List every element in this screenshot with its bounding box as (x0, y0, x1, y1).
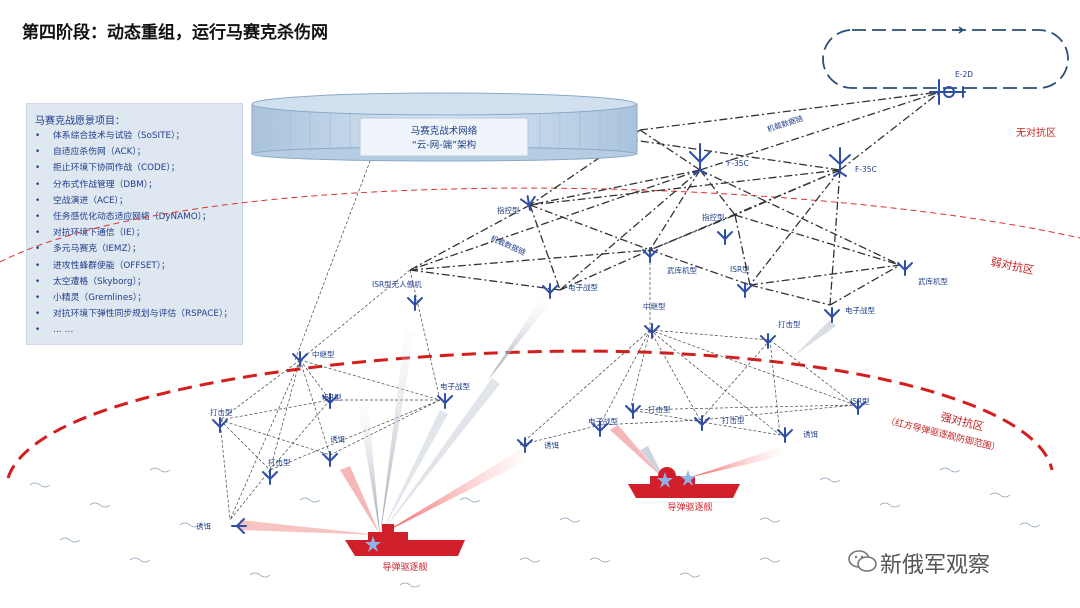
strike-uav-icon (760, 333, 776, 349)
ship-label: 导弹驱逐舰 (382, 561, 427, 573)
list-item: •体系综合技术与试验（SoSITE）； (35, 131, 185, 141)
list-item: •对抗环境下弹性同步规划与评估（RSPACE）； (35, 309, 233, 320)
label-strike: 打击型 (778, 319, 801, 329)
ew-uav-icon (824, 307, 840, 323)
destroyer-ship-2: 导弹驱逐舰 (628, 467, 740, 513)
label-ew: 电子战型 (588, 416, 618, 426)
command-uav-icon (717, 229, 733, 245)
strong-zone-boundary (6, 349, 1054, 479)
ew-uav-icon (437, 393, 453, 409)
zone-label-none: 无对抗区 (1016, 126, 1056, 139)
list-item: •任务感优化动态适应网络（DyNAMO）； (35, 212, 211, 223)
decoy-icon (777, 427, 793, 443)
label-arsenal: 武库机型 (918, 276, 948, 286)
list-item: •对抗环境下通信（IE）； (35, 228, 145, 239)
list-item: •分布式作战管理（DBM）； (35, 179, 157, 190)
sensor-beams (240, 300, 836, 535)
list-item: •太空遭格（Skyborg）； (35, 276, 146, 287)
strike-uav-icon (262, 469, 278, 485)
f35c-icon (829, 147, 851, 177)
label-relay: 中继型 (643, 301, 666, 311)
aircraft-symbols (212, 79, 966, 534)
list-item: •多元马赛克（IEMZ）； (35, 244, 141, 255)
list-item: •空战演进（ACE）； (35, 195, 128, 206)
label-isr: ISR型 (322, 393, 342, 402)
isr-uav-icon (737, 282, 753, 298)
relay-uav-icon (292, 351, 308, 367)
label-strike: 打击型 (648, 404, 671, 414)
cloud-subtitle: “云-网-端”架构 (412, 139, 476, 151)
label-strike: 打击型 (210, 407, 233, 417)
label-decoy: 诱饵 (330, 434, 345, 444)
page-title: 第四阶段：动态重组，运行马赛克杀伤网 (22, 23, 328, 43)
weak-zone-boundary (0, 187, 1080, 263)
label-ew: 电子战型 (845, 305, 875, 315)
list-item: •自适应杀伤网（ACK）； (35, 147, 146, 158)
decoy-icon (517, 437, 533, 453)
strike-uav-icon (694, 415, 710, 431)
ew-uav-icon (542, 283, 558, 299)
isr-uav-icon (322, 393, 338, 409)
label-strike: 打击型 (722, 415, 745, 425)
label-e2d: E-2D (955, 70, 973, 79)
label-command: 指控型 (702, 212, 725, 222)
arsenal-uav-icon (642, 247, 658, 263)
label-f35c: F-35C (855, 165, 877, 174)
label-isr: ISR型 (850, 397, 870, 406)
project-list: •体系综合技术与试验（SoSITE）； •自适应杀伤网（ACK）； •拒止环境下… (35, 128, 232, 339)
command-uav-icon (520, 195, 536, 211)
cloud-title: 马赛克战术网络 (411, 125, 478, 137)
ship-label: 导弹驱逐舰 (667, 501, 712, 513)
label-relay: 中继型 (312, 349, 335, 359)
label-ew: 电子战型 (440, 381, 470, 391)
local-links (219, 94, 856, 521)
label-ew: 电子战型 (568, 282, 598, 292)
list-item: •小精灵（Gremlines）； (35, 293, 147, 304)
label-command: 指控型 (497, 205, 520, 215)
strike-uav-icon (625, 403, 641, 419)
label-isr: ISR型 (730, 265, 750, 274)
destroyer-ship-1: 导弹驱逐舰 (345, 524, 465, 573)
mosaic-cloud-cylinder: 马赛克战术网络 “云-网-端”架构 (251, 92, 638, 162)
label-decoy: 诱饵 (196, 521, 211, 531)
project-list-panel: 马赛克战愿景项目： •体系综合技术与试验（SoSITE）； •自适应杀伤网（AC… (26, 103, 243, 345)
label-decoy: 诱饵 (803, 429, 818, 439)
list-item: •拒止环境下协同作战（CODE）； (35, 163, 180, 174)
wechat-icon (848, 550, 877, 572)
label-isr-uav: ISR型无人僚机 (372, 279, 422, 289)
watermark-text: 新俄军观察 (880, 553, 991, 578)
decoy-icon (231, 518, 247, 534)
ew-uav-icon (592, 421, 608, 437)
arsenal-uav-icon (897, 260, 913, 276)
isr-uav-icon (850, 399, 866, 415)
list-item: •进攻性蜂群使能（OFFSET）； (35, 260, 170, 271)
e2d-icon (929, 79, 966, 105)
label-strike: 打击型 (268, 457, 291, 467)
f35c-icon (689, 143, 711, 175)
label-f35c: F-35C (727, 159, 749, 168)
panel-heading: 马赛克战愿景项目： (35, 116, 125, 127)
strike-uav-icon (212, 417, 228, 433)
label-arsenal: 武库机型 (667, 265, 697, 275)
sea-waves (29, 467, 1041, 588)
list-item: •… … (35, 325, 74, 336)
decoy-icon (322, 451, 338, 467)
zone-label-weak: 弱对抗区 (989, 254, 1035, 277)
label-decoy: 诱饵 (544, 440, 559, 450)
label-link: 机载数据链 (766, 113, 805, 134)
label-link: 机载数据链 (489, 233, 528, 258)
e2d-orbit (822, 26, 1069, 89)
isr-uav-icon (407, 295, 423, 311)
relay-uav-icon (644, 323, 660, 339)
